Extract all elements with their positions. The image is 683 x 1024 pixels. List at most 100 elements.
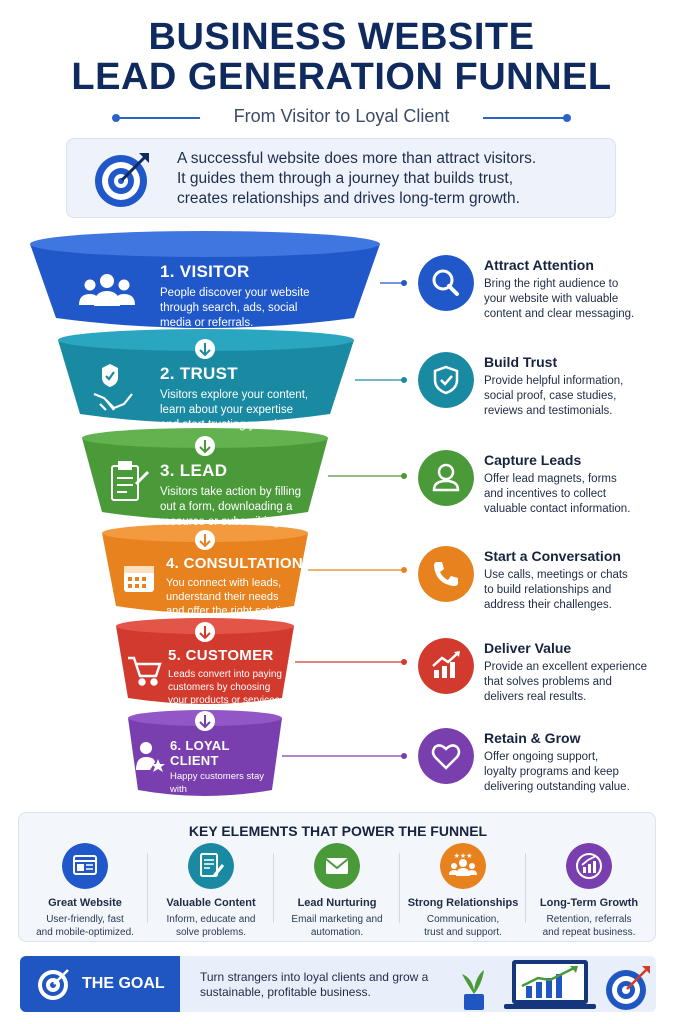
growth-chart-icon	[418, 638, 474, 694]
page-title-line2: LEAD GENERATION FUNNEL	[71, 56, 612, 98]
key-elements-panel: KEY ELEMENTS THAT POWER THE FUNNEL Great…	[18, 812, 656, 942]
calendar-icon	[124, 566, 154, 592]
side-title: Retain & Grow	[484, 730, 581, 746]
intro-text: A successful website does more than attr…	[177, 149, 607, 209]
key-name: Great Website	[48, 897, 122, 909]
key-divider	[399, 853, 400, 923]
subtitle-line-left	[118, 117, 200, 119]
intro-line2: It guides them through a journey that bu…	[177, 170, 514, 187]
shield-icon	[418, 352, 474, 408]
side-desc: Provide helpful information,social proof…	[484, 375, 624, 417]
website-icon	[62, 843, 108, 889]
key-divider	[525, 853, 526, 923]
heart-icon	[418, 728, 474, 784]
funnel-graphic	[30, 231, 407, 796]
intro-box: A successful website does more than attr…	[66, 138, 616, 218]
stage-title: 1. VISITOR	[160, 262, 250, 281]
goal-badge: THE GOAL	[20, 956, 180, 1012]
target-icon	[606, 966, 650, 1010]
side-item-build-trust: Build Trust Provide helpful information,…	[418, 352, 668, 442]
goal-banner: THE GOAL Turn strangers into loyal clien…	[20, 956, 656, 1012]
intro-line3: creates relationships and drives long-te…	[177, 190, 520, 207]
stage-title: 5. CUSTOMER	[168, 647, 274, 664]
subtitle-row: From Visitor to Loyal Client	[0, 104, 683, 130]
down-arrow-icons	[195, 339, 215, 731]
subtitle-dot-left	[112, 114, 120, 122]
side-title: Start a Conversation	[484, 548, 621, 564]
side-title: Deliver Value	[484, 640, 572, 656]
star-user-icon	[136, 742, 165, 772]
clipboard-icon	[111, 461, 150, 501]
plant-icon	[462, 970, 484, 1010]
handshake-icon	[93, 364, 133, 411]
side-item-start-conversation: Start a Conversation Use calls, meetings…	[418, 546, 668, 636]
growth-icon	[566, 843, 612, 889]
key-elements-title: KEY ELEMENTS THAT POWER THE FUNNEL	[188, 823, 488, 839]
laptop-growth-illustration	[462, 960, 650, 1010]
stage-consultation-text: 4. CONSULTATION You connect with leads,u…	[166, 555, 316, 618]
subtitle-dot-right	[563, 114, 571, 122]
stage-title: 6. LOYAL CLIENT	[170, 738, 230, 768]
svg-text:★★★: ★★★	[454, 852, 473, 860]
search-icon	[418, 255, 474, 311]
side-item-deliver-value: Deliver Value Provide an excellent exper…	[418, 638, 668, 728]
team-icon: ★★★	[440, 843, 486, 889]
stage-trust-text: 2. TRUST Visitors explore your content,l…	[160, 364, 350, 433]
side-title: Build Trust	[484, 354, 558, 370]
funnel-stage-loyal-client	[128, 710, 282, 796]
stage-title: 3. LEAD	[160, 461, 228, 480]
stage-title: 2. TRUST	[160, 364, 238, 383]
cart-icon	[128, 656, 162, 686]
key-desc: Communication,trust and support.	[424, 914, 502, 938]
target-icon	[95, 153, 149, 207]
page-subtitle: From Visitor to Loyal Client	[233, 106, 450, 126]
subtitle-line-right	[483, 117, 565, 119]
key-divider	[147, 853, 148, 923]
goal-text: Turn strangers into loyal clients and gr…	[200, 970, 429, 999]
key-divider	[273, 853, 274, 923]
connector-lines	[282, 280, 407, 759]
email-icon	[314, 843, 360, 889]
stage-desc: You connect with leads,understand their …	[166, 577, 297, 617]
key-name: Long-Term Growth	[539, 897, 639, 909]
page-title-line1: BUSINESS WEBSITE	[148, 16, 535, 58]
key-name: Valuable Content	[166, 897, 256, 909]
target-icon	[38, 969, 69, 1000]
funnel-stage-visitor	[30, 231, 380, 328]
side-desc: Offer ongoing support,loyalty programs a…	[484, 751, 630, 793]
document-edit-icon	[188, 843, 234, 889]
users-icon	[79, 274, 135, 306]
phone-icon	[418, 546, 474, 602]
intro-line1: A successful website does more than attr…	[177, 150, 537, 167]
key-item-strong-relationships: ★★★ Strong Relationships Communication,t…	[403, 843, 523, 938]
side-item-retain-grow: Retain & Grow Offer ongoing support,loya…	[418, 728, 668, 818]
side-item-attract-attention: Attract Attention Bring the right audien…	[418, 255, 668, 345]
stage-loyal-client-text: 6. LOYAL CLIENT Happy customers stay wit…	[170, 738, 280, 821]
key-name: Lead Nurturing	[297, 897, 377, 909]
funnel-stage-trust	[58, 329, 354, 423]
side-title: Attract Attention	[484, 257, 594, 273]
side-title: Capture Leads	[484, 452, 582, 468]
laptop-icon	[504, 960, 596, 1009]
user-icon	[418, 450, 474, 506]
stage-title: 4. CONSULTATION	[166, 555, 303, 572]
key-name: Strong Relationships	[407, 897, 519, 909]
goal-label: THE GOAL	[82, 975, 165, 992]
